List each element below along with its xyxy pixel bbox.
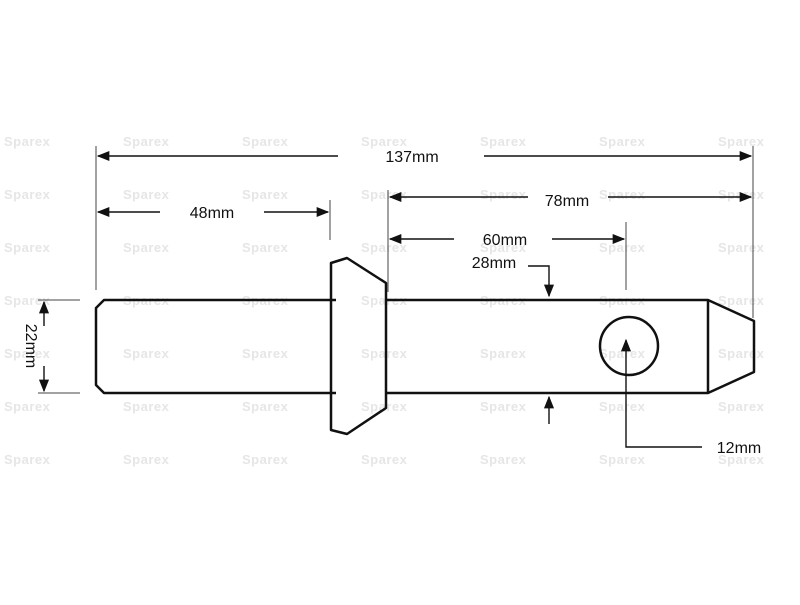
- sparex-watermark: Sparex: [480, 452, 527, 467]
- sparex-watermark: Sparex: [123, 240, 170, 255]
- sparex-watermark: Sparex: [480, 240, 527, 255]
- dim-head-length: 48mm: [190, 205, 234, 222]
- sparex-watermark: Sparex: [718, 134, 765, 149]
- sparex-watermark: Sparex: [718, 240, 765, 255]
- sparex-watermark: Sparex: [123, 187, 170, 202]
- sparex-watermark: Sparex: [361, 452, 408, 467]
- dim-cross-hole-offset: 28mm: [472, 255, 516, 272]
- sparex-watermark: Sparex: [242, 187, 289, 202]
- sparex-watermark: Sparex: [242, 452, 289, 467]
- sparex-watermark: Sparex: [718, 293, 765, 308]
- pin-left-shank: [94, 298, 336, 395]
- sparex-watermark: Sparex: [599, 346, 646, 361]
- dimension-lines: [38, 150, 753, 448]
- sparex-watermark: Sparex: [242, 399, 289, 414]
- sparex-watermark: Sparex: [718, 452, 765, 467]
- sparex-watermark: Sparex: [242, 346, 289, 361]
- sparex-watermark: Sparex: [361, 134, 408, 149]
- sparex-watermark: Sparex: [123, 399, 170, 414]
- sparex-watermark: Sparex: [599, 134, 646, 149]
- dim-hole-diameter: 12mm: [717, 440, 761, 457]
- pin-drawing: [94, 256, 756, 436]
- sparex-watermark: Sparex: [480, 399, 527, 414]
- sparex-watermark: Sparex: [123, 346, 170, 361]
- sparex-watermark: Sparex: [599, 452, 646, 467]
- extension-lines: [38, 146, 754, 394]
- sparex-watermark: Sparex: [123, 452, 170, 467]
- sparex-watermark: Sparex: [361, 187, 408, 202]
- sparex-watermark: Sparex: [4, 134, 51, 149]
- dim-overall-length: 137mm: [385, 149, 438, 166]
- sparex-watermark: Sparex: [4, 240, 51, 255]
- sparex-watermark: Sparex: [718, 399, 765, 414]
- cross-hole: [598, 315, 660, 377]
- sparex-watermark: Sparex: [480, 134, 527, 149]
- sparex-watermark: Sparex: [480, 346, 527, 361]
- sparex-watermark: Sparex: [242, 134, 289, 149]
- sparex-watermark: Sparex: [361, 293, 408, 308]
- sparex-watermark: Sparex: [4, 187, 51, 202]
- sparex-watermark: Sparex: [599, 187, 646, 202]
- sparex-watermark: Sparex: [4, 399, 51, 414]
- sparex-watermark: Sparex: [242, 240, 289, 255]
- sparex-watermark: Sparex: [599, 399, 646, 414]
- dim-diameter: 22mm: [22, 324, 39, 368]
- dim-shank-length: 78mm: [545, 193, 589, 210]
- sparex-watermark: Sparex: [4, 293, 51, 308]
- sparex-watermark: Sparex: [718, 187, 765, 202]
- sparex-watermark: Sparex: [480, 187, 527, 202]
- sparex-watermark: Sparex: [361, 399, 408, 414]
- sparex-watermark: Sparex: [361, 346, 408, 361]
- sparex-watermark: Sparex: [123, 134, 170, 149]
- sparex-watermark: Sparex: [4, 452, 51, 467]
- sparex-watermark: Sparex: [4, 346, 51, 361]
- sparex-watermark: Sparex: [361, 240, 408, 255]
- dim-hole-position: 60mm: [483, 232, 527, 249]
- pin-collar: [329, 256, 388, 436]
- sparex-watermark: Sparex: [718, 346, 765, 361]
- sparex-watermark: Sparex: [599, 240, 646, 255]
- pin-right-shank: [386, 298, 756, 395]
